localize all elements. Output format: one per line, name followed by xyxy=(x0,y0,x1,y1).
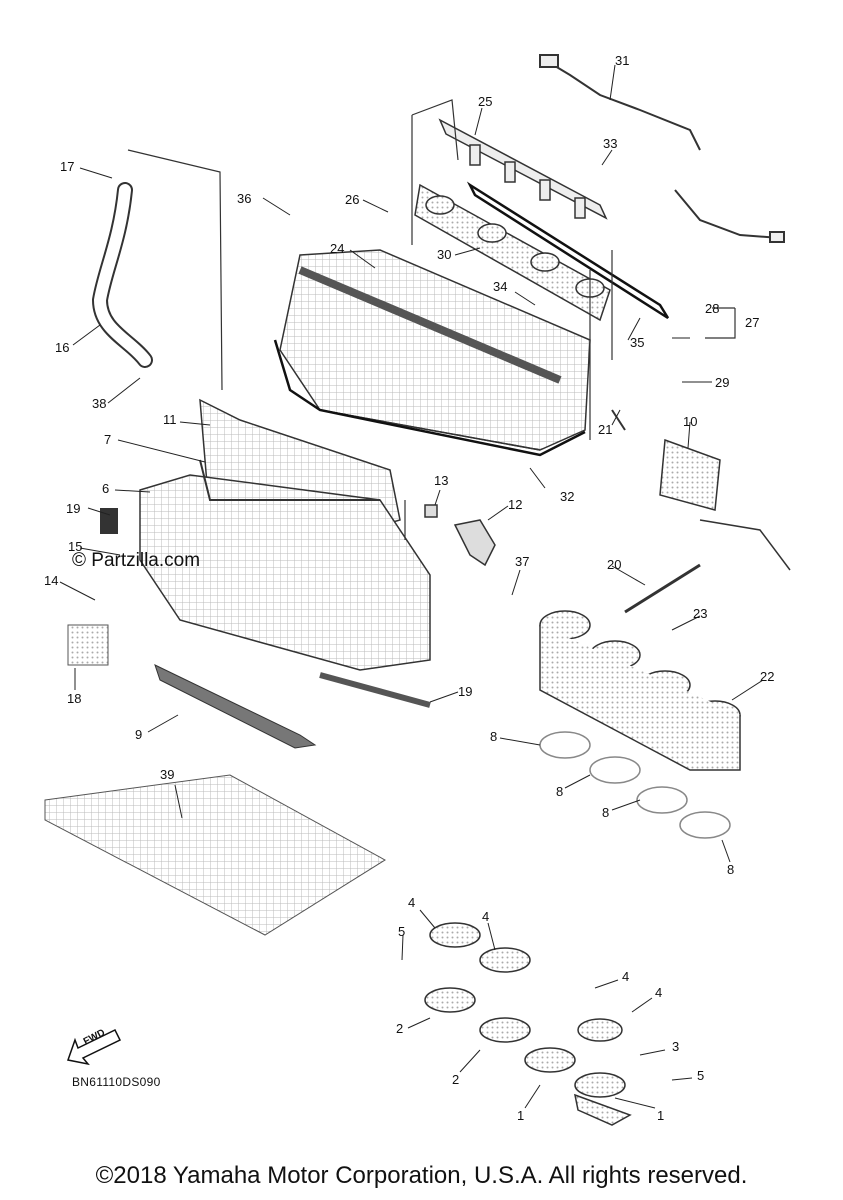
injector-housing-part xyxy=(414,183,611,322)
fwd-arrow-icon xyxy=(67,1029,122,1066)
callout-5b: 5 xyxy=(697,1068,705,1083)
fuel-rail-part xyxy=(438,118,608,220)
gasket-loop-part xyxy=(466,181,670,320)
airbox-cover-part xyxy=(279,249,591,451)
bracket-lines xyxy=(127,99,736,540)
callout-8a: 8 xyxy=(490,729,498,744)
copyright-text: ©2018 Yamaha Motor Corporation, U.S.A. A… xyxy=(95,1162,748,1189)
callout-36: 36 xyxy=(237,191,252,206)
callout-5a: 5 xyxy=(398,924,406,939)
callout-31: 31 xyxy=(615,53,630,68)
callout-37: 37 xyxy=(515,554,530,569)
callout-29: 29 xyxy=(715,375,730,390)
throttle-body-part xyxy=(539,610,741,771)
callout-23: 23 xyxy=(693,606,708,621)
airbox-lower-part xyxy=(100,398,431,671)
callout-2b: 2 xyxy=(452,1072,460,1087)
seal-part xyxy=(273,339,586,457)
callout-34: 34 xyxy=(493,279,508,294)
callout-6: 6 xyxy=(102,481,110,496)
callout-4a: 4 xyxy=(408,895,416,910)
callout-4d: 4 xyxy=(655,985,663,1000)
sheet-part xyxy=(44,774,386,936)
leader-lines xyxy=(59,64,764,1109)
intake-funnel-parts xyxy=(424,922,632,1126)
callout-26: 26 xyxy=(345,192,360,207)
callout-19a: 19 xyxy=(66,501,81,516)
seal-strip-part xyxy=(154,664,317,749)
rod-part xyxy=(319,672,431,708)
callout-21: 21 xyxy=(598,422,613,437)
callout-33: 33 xyxy=(603,136,618,151)
callout-14: 14 xyxy=(44,573,59,588)
callout-16: 16 xyxy=(55,340,70,355)
callout-35: 35 xyxy=(630,335,645,350)
wire-harness-part xyxy=(539,54,785,243)
callout-38: 38 xyxy=(92,396,107,411)
sensor-part xyxy=(424,504,496,567)
callout-25: 25 xyxy=(478,94,493,109)
callout-15: 15 xyxy=(68,539,83,554)
callout-2a: 2 xyxy=(396,1021,404,1036)
callout-4c: 4 xyxy=(622,969,630,984)
callout-13: 13 xyxy=(434,473,449,488)
callout-39: 39 xyxy=(160,767,175,782)
callout-32: 32 xyxy=(560,489,575,504)
callout-17: 17 xyxy=(60,159,75,174)
callout-3: 3 xyxy=(672,1039,680,1054)
callout-27: 27 xyxy=(745,315,760,330)
callout-7: 7 xyxy=(104,432,112,447)
lever-part xyxy=(624,563,701,614)
callout-18: 18 xyxy=(67,691,82,706)
callout-28: 28 xyxy=(705,301,720,316)
ecu-bracket-part xyxy=(611,409,791,571)
callout-12: 12 xyxy=(508,497,523,512)
callout-24: 24 xyxy=(330,241,345,256)
callout-20: 20 xyxy=(607,557,622,572)
callout-4b: 4 xyxy=(482,909,490,924)
callout-11: 11 xyxy=(163,412,177,427)
drawing-code: BN61110DS090 xyxy=(72,1075,161,1089)
callout-19b: 19 xyxy=(458,684,473,699)
callout-30: 30 xyxy=(437,247,452,262)
callout-8c: 8 xyxy=(602,805,610,820)
pad-part xyxy=(67,624,109,666)
callout-22: 22 xyxy=(760,669,775,684)
callout-8b: 8 xyxy=(556,784,564,799)
callout-1a: 1 xyxy=(517,1108,525,1123)
callout-8d: 8 xyxy=(727,862,735,877)
callout-9: 9 xyxy=(135,727,143,742)
watermark: © Partzilla.com xyxy=(72,550,201,571)
callout-10: 10 xyxy=(683,414,698,429)
callout-1b: 1 xyxy=(657,1108,665,1123)
